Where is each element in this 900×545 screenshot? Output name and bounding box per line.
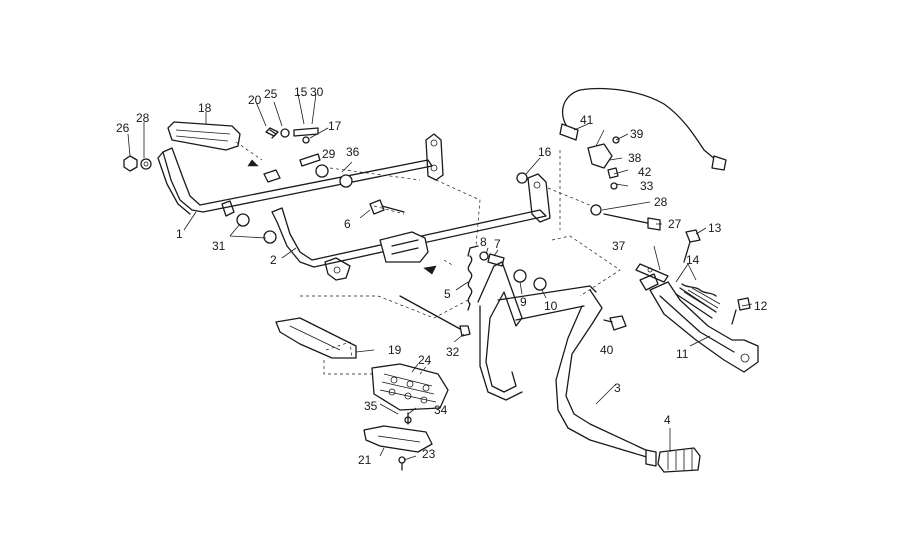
callout-23: 23 <box>422 447 436 461</box>
footboard-base-21 <box>363 412 433 471</box>
callout-28-right: 28 <box>654 195 668 209</box>
bolt-12 <box>731 297 751 325</box>
callout-33: 33 <box>640 179 654 193</box>
bolt-6 <box>369 199 405 215</box>
callout-1: 1 <box>176 227 183 241</box>
callout-12: 12 <box>754 299 768 313</box>
callout-34: 34 <box>434 403 448 417</box>
callout-25: 25 <box>264 87 278 101</box>
callout-13: 13 <box>708 221 722 235</box>
footboard-rubber-24 <box>371 363 449 411</box>
callout-3: 3 <box>614 381 621 395</box>
stand-grip <box>657 447 701 473</box>
callout-2: 2 <box>270 253 277 267</box>
bushings-31 <box>236 213 277 244</box>
callout-19: 19 <box>388 343 402 357</box>
callout-15: 15 <box>294 85 308 99</box>
callout-5: 5 <box>444 287 451 301</box>
callout-17: 17 <box>328 119 342 133</box>
right-footrest-bar <box>271 173 551 281</box>
callout-40: 40 <box>600 343 614 357</box>
callout-37: 37 <box>612 239 626 253</box>
callout-7: 7 <box>494 237 501 251</box>
callout-41: 41 <box>580 113 594 127</box>
callout-31: 31 <box>212 239 226 253</box>
bolt-40 <box>603 315 627 331</box>
side-stand-springs <box>675 283 721 319</box>
callout-32: 32 <box>446 345 460 359</box>
stand-switch-cable <box>559 87 727 190</box>
center-stand <box>477 261 657 467</box>
callout-14: 14 <box>686 253 700 267</box>
callout-8: 8 <box>480 235 487 249</box>
callout-6: 6 <box>344 217 351 231</box>
callout-42: 42 <box>638 165 652 179</box>
callout-26: 26 <box>116 121 130 135</box>
callout-38: 38 <box>628 151 642 165</box>
callout-39: 39 <box>630 127 644 141</box>
long-bolt-32 <box>399 295 471 337</box>
bracket-37 <box>635 263 669 283</box>
leader-lines <box>127 93 753 461</box>
callout-29: 29 <box>322 147 336 161</box>
callout-9: 9 <box>520 295 527 309</box>
left-nut-washer <box>123 155 152 172</box>
callout-30: 30 <box>310 85 324 99</box>
callout-11: 11 <box>676 347 689 361</box>
bolt-27-washer-28 <box>590 204 661 231</box>
left-footrest-bar <box>157 133 444 217</box>
return-spring <box>467 245 479 311</box>
footboard-19 <box>275 317 357 359</box>
callout-16: 16 <box>538 145 552 159</box>
callout-36: 36 <box>346 145 360 159</box>
callout-18: 18 <box>198 101 212 115</box>
callout-35: 35 <box>364 399 378 413</box>
callout-21: 21 <box>358 453 372 467</box>
callout-28-left: 28 <box>136 111 150 125</box>
callout-24: 24 <box>418 353 432 367</box>
callout-27: 27 <box>668 217 682 231</box>
bolt-13 <box>683 229 701 263</box>
alignment-lines <box>235 141 621 375</box>
footpeg-rubber <box>167 121 259 167</box>
pivot-pins-7-8 <box>479 172 547 291</box>
callout-4: 4 <box>664 413 671 427</box>
callout-labels: 1 2 3 4 5 6 7 8 9 10 11 12 13 14 15 16 1… <box>116 85 768 467</box>
callout-10: 10 <box>544 299 558 313</box>
callout-20: 20 <box>248 93 262 107</box>
